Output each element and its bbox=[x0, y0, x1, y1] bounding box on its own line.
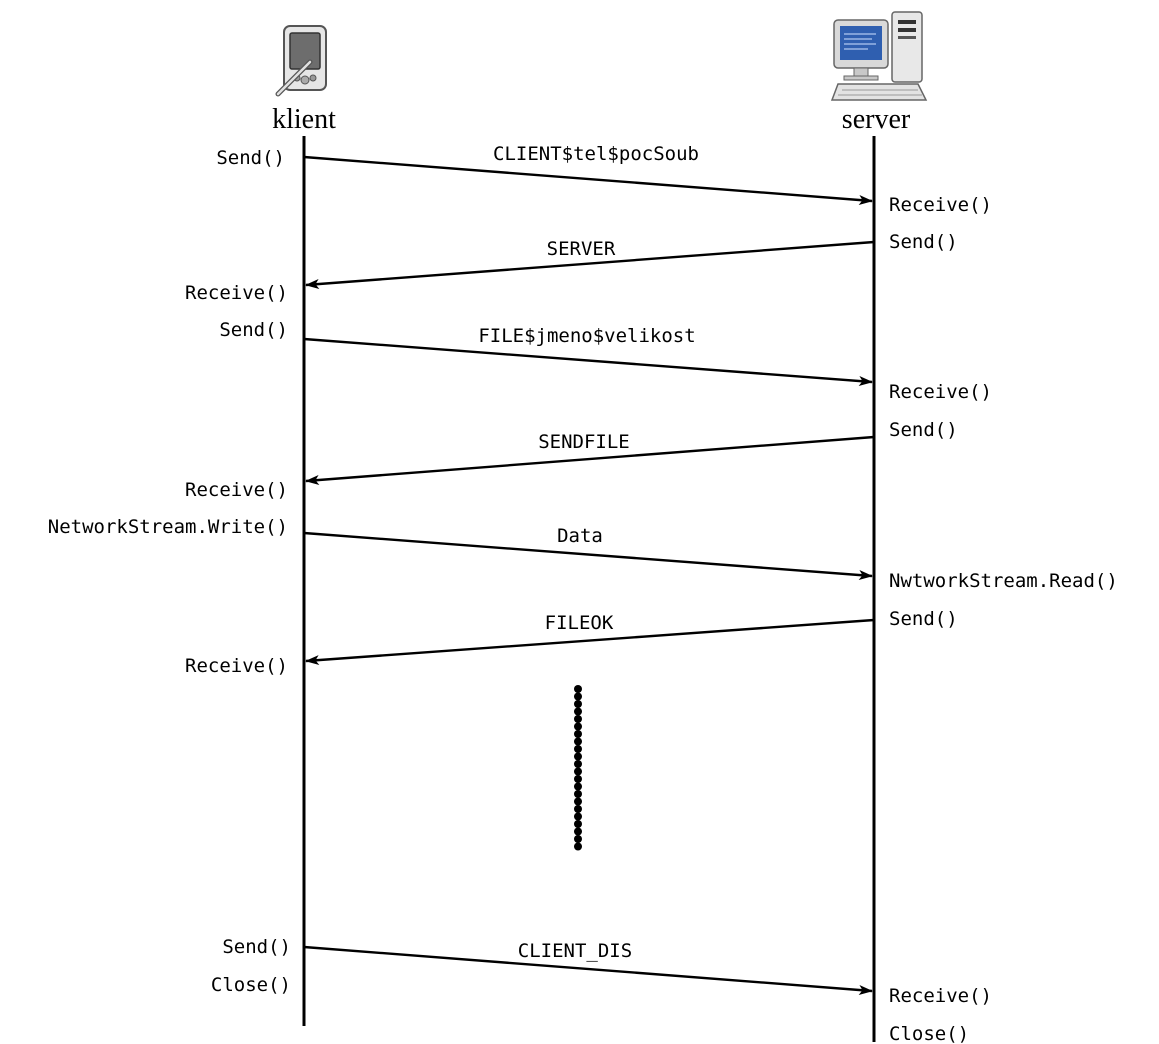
continuation-dot bbox=[574, 820, 582, 828]
message-arrow bbox=[303, 337, 873, 387]
client-call-label: Send() bbox=[222, 936, 291, 958]
message-arrow bbox=[303, 155, 873, 205]
continuation-dot bbox=[574, 707, 582, 716]
client-call-label: Close() bbox=[211, 974, 291, 996]
continuation-dot bbox=[574, 730, 582, 738]
server-call-label: Receive() bbox=[889, 381, 992, 403]
server-call-label: Send() bbox=[889, 608, 958, 630]
client-actor-label: klient bbox=[272, 104, 336, 135]
continuation-dot bbox=[574, 827, 582, 836]
continuation-dot bbox=[574, 790, 582, 798]
continuation-dot bbox=[574, 767, 582, 776]
continuation-dot bbox=[574, 692, 582, 701]
server-actor-label: server bbox=[842, 104, 911, 135]
continuation-dot bbox=[574, 760, 582, 768]
client-call-label: NetworkStream.Write() bbox=[48, 516, 288, 538]
message-arrow bbox=[303, 945, 873, 995]
continuation-dot bbox=[574, 685, 582, 693]
message-label: SERVER bbox=[547, 238, 616, 260]
message-label: CLIENT_DIS bbox=[518, 940, 632, 962]
server-call-label: Receive() bbox=[889, 985, 992, 1007]
continuation-dots bbox=[574, 685, 582, 851]
continuation-dot bbox=[574, 797, 582, 806]
continuation-dot bbox=[574, 842, 582, 851]
message-arrow bbox=[305, 618, 875, 666]
message-label: FILEOK bbox=[545, 612, 614, 634]
client-call-label: Send() bbox=[216, 147, 285, 169]
server-call-label: Close() bbox=[889, 1023, 969, 1044]
server-call-label: Receive() bbox=[889, 194, 992, 216]
message-label: Data bbox=[557, 525, 603, 547]
message-arrow bbox=[305, 240, 875, 290]
pda-icon bbox=[275, 25, 327, 97]
client-call-label: Send() bbox=[219, 319, 288, 341]
continuation-dot bbox=[574, 782, 582, 791]
client-call-label: Receive() bbox=[185, 479, 288, 501]
continuation-dot bbox=[574, 737, 582, 746]
continuation-dot bbox=[574, 715, 582, 723]
message-label: CLIENT$tel$pocSoub bbox=[493, 143, 699, 165]
desktop-computer-icon bbox=[830, 11, 928, 101]
message-label: SENDFILE bbox=[538, 431, 630, 453]
continuation-dot bbox=[574, 775, 582, 783]
continuation-dot bbox=[574, 812, 582, 821]
message-arrow bbox=[303, 531, 873, 581]
message-label: FILE$jmeno$velikost bbox=[478, 325, 695, 347]
message-arrow bbox=[305, 435, 875, 485]
server-call-label: NwtworkStream.Read() bbox=[889, 570, 1118, 592]
server-call-label: Send() bbox=[889, 231, 958, 253]
server-call-label: Send() bbox=[889, 419, 958, 441]
continuation-dot bbox=[574, 835, 582, 843]
continuation-dot bbox=[574, 700, 582, 708]
continuation-dot bbox=[574, 805, 582, 813]
client-call-label: Receive() bbox=[185, 655, 288, 677]
continuation-dot bbox=[574, 752, 582, 761]
continuation-dot bbox=[574, 745, 582, 753]
continuation-dot bbox=[574, 722, 582, 731]
client-call-label: Receive() bbox=[185, 282, 288, 304]
